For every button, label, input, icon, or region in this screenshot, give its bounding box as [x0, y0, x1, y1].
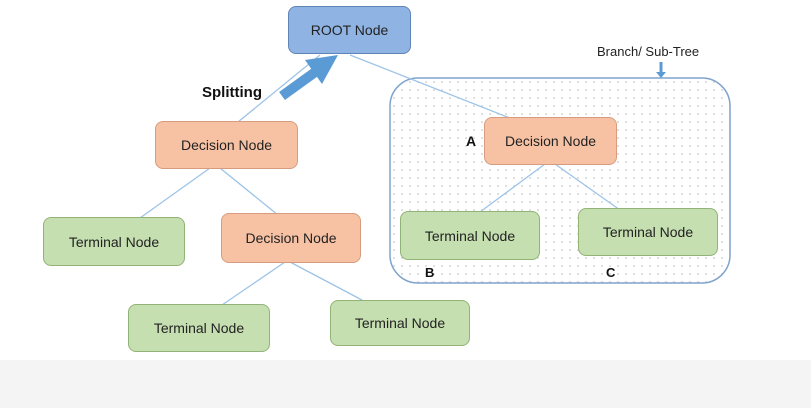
edge-decision-right-terminal-c: [554, 163, 621, 211]
branch-down-arrow: [656, 62, 666, 78]
root-node: ROOT Node: [288, 6, 411, 54]
decision-node-right-label: Decision Node: [504, 133, 597, 149]
decision-node-right: Decision Node: [484, 117, 617, 165]
label-b: B: [425, 265, 435, 280]
splitting-label: Splitting: [202, 84, 262, 101]
diagram-canvas: ROOT Node Splitting Branch/ Sub-Tree Dec…: [43, 6, 731, 352]
decision-node-middle: Decision Node: [221, 213, 361, 263]
edge-decision-left-terminal-left: [139, 167, 211, 219]
terminal-node-b: Terminal Node: [400, 211, 540, 260]
edge-root-decision-left: [237, 54, 321, 123]
terminal-node-b-label: Terminal Node: [424, 227, 516, 244]
terminal-node-c: Terminal Node: [578, 208, 718, 256]
terminal-node-left-label: Terminal Node: [68, 233, 160, 250]
decision-node-left-label: Decision Node: [180, 137, 273, 153]
edge-decision-left-decision-middle: [219, 167, 279, 216]
edge-root-decision-right: [349, 54, 516, 121]
terminal-node-bottom-right: Terminal Node: [330, 300, 470, 346]
decision-node-left: Decision Node: [155, 121, 298, 169]
label-a: A: [466, 133, 477, 149]
edge-decision-right-terminal-b: [479, 163, 546, 213]
bottom-band: [0, 360, 811, 408]
splitting-arrow: [279, 55, 338, 101]
terminal-node-c-label: Terminal Node: [602, 224, 694, 240]
edge-decision-middle-terminal-bottom-left: [221, 261, 286, 306]
branch-subtree-label: Branch/ Sub-Tree: [597, 44, 700, 59]
terminal-node-bottom-left: Terminal Node: [128, 304, 270, 352]
terminal-node-bottom-right-label: Terminal Node: [354, 315, 446, 331]
label-c: C: [606, 265, 616, 280]
terminal-node-left: Terminal Node: [43, 217, 185, 266]
root-node-label: ROOT Node: [310, 22, 389, 38]
terminal-node-bottom-left-label: Terminal Node: [153, 320, 245, 336]
edge-decision-middle-terminal-bottom-right: [289, 261, 363, 301]
decision-node-middle-label: Decision Node: [245, 230, 337, 246]
